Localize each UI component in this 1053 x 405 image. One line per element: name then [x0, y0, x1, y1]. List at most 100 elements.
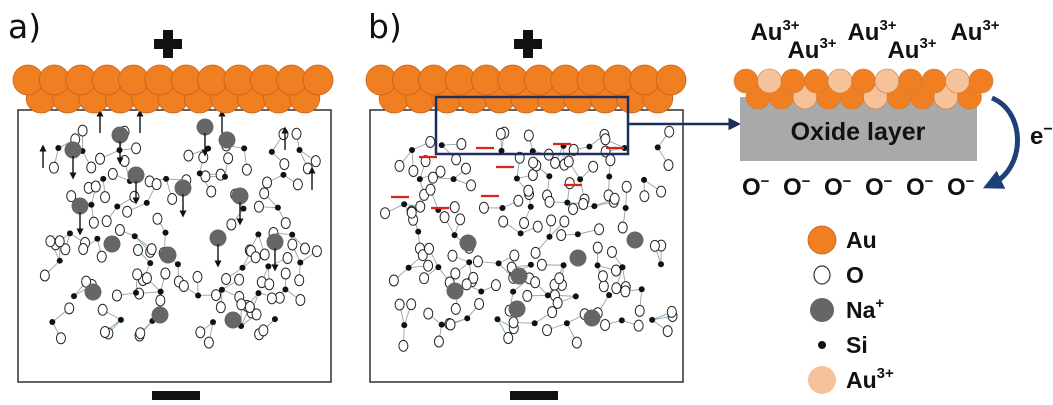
oxygen-atom [508, 316, 519, 329]
silicon-atom [466, 259, 473, 266]
oxygen-atom [236, 298, 247, 311]
oxygen-atom [241, 163, 252, 176]
oxygen-atom [605, 154, 616, 167]
oxygen-atom [417, 249, 428, 262]
inset-gold-layer [733, 68, 994, 110]
gold-atom [804, 68, 829, 94]
sodium-ion [151, 306, 169, 324]
sodium-ion [446, 282, 464, 300]
oxygen-atom [559, 215, 570, 228]
positive-terminal-b [514, 30, 542, 58]
gold-atom [12, 64, 44, 96]
silicon-atom [546, 233, 553, 240]
oxygen-atom [664, 125, 675, 138]
gold-ion [827, 68, 853, 94]
oxygen-atom [183, 149, 194, 162]
sodium-ion [127, 166, 145, 184]
oxygen-atom [250, 251, 261, 264]
silicon-atom [577, 176, 584, 183]
oxygen-atom [221, 272, 232, 285]
gold-ion [945, 68, 970, 94]
oxygen-atom [77, 124, 88, 137]
oxygen-atom [639, 190, 650, 203]
oxygen-atom [528, 156, 539, 169]
gold-atom [444, 64, 476, 96]
oxygen-atom [474, 297, 485, 310]
gold-atom [38, 64, 70, 96]
negative-charges-b [391, 142, 624, 210]
gold-film-b [365, 64, 687, 114]
oxygen-atom [406, 206, 417, 219]
au3-ion-label: Au3+ [787, 35, 836, 64]
silicon-atom [435, 264, 442, 271]
silicon-atom [527, 203, 534, 210]
oxygen-atom [291, 127, 302, 140]
oxygen-atom [96, 250, 107, 263]
oxygen-atom [114, 224, 125, 237]
oxygen-atom [119, 155, 130, 168]
silicon-atom [114, 203, 121, 210]
oxygen-atom [419, 272, 430, 285]
gold-atom [733, 68, 759, 94]
gold-atom [223, 64, 255, 96]
oxygen-atom [141, 272, 152, 285]
silicon-atom [464, 315, 471, 322]
sodium-ion [103, 235, 121, 253]
oxygen-atom [111, 289, 122, 302]
oxygen-atom [215, 301, 226, 314]
silicon-atom [531, 320, 538, 327]
oxygen-atom [287, 238, 298, 251]
oxygen-atom [568, 203, 579, 216]
oxygen-atom [280, 267, 291, 280]
legend-marker-na-icon [810, 298, 834, 322]
gold-atom [197, 64, 228, 96]
silicon-atom [478, 288, 485, 295]
oxygen-atom [251, 308, 262, 321]
silicon-atom [416, 176, 423, 183]
silicon-atom [546, 173, 553, 180]
oxygen-ion-label: O− [742, 173, 770, 201]
oxygen-atom [523, 129, 534, 142]
gold-atom [91, 64, 123, 96]
silicon-atom [618, 317, 625, 324]
oxygen-atom [530, 246, 541, 259]
oxygen-atom [295, 294, 306, 307]
oxygen-atom [439, 211, 450, 224]
sodium-ion [159, 246, 177, 264]
gold-atom [602, 64, 634, 96]
oxygen-atom [195, 326, 206, 339]
oxygen-atom [447, 249, 458, 262]
au3-ion-label: Au3+ [887, 35, 936, 64]
gold-atom [898, 68, 923, 94]
oxygen-atom [388, 274, 399, 287]
oxygen-atom [131, 142, 142, 155]
glass-network-b [380, 125, 678, 352]
silicon-atom [529, 148, 536, 155]
oxygen-atom [578, 198, 589, 211]
oxygen-atom [666, 305, 677, 318]
silicon-atom [56, 257, 63, 264]
silicon-atom [100, 175, 107, 182]
oxygen-atom [550, 156, 561, 169]
oxygen-atom [99, 326, 110, 339]
silicon-atom [88, 201, 95, 208]
silicon-atom [282, 286, 289, 293]
legend-label: Au [846, 227, 877, 253]
oxygen-atom [264, 278, 275, 291]
oxygen-atom [253, 200, 264, 213]
oxygen-atom [394, 159, 405, 172]
positive-terminal-a [154, 30, 182, 58]
oxygen-atom [600, 133, 611, 146]
oxygen-atom [282, 252, 293, 265]
oxygen-atom [258, 324, 269, 337]
gold-atom [365, 64, 397, 96]
oxygen-atom [600, 318, 611, 331]
silicon-atom [572, 293, 579, 300]
silicon-atom [415, 228, 422, 235]
gold-atom [144, 64, 176, 96]
oxygen-atom [152, 212, 163, 225]
oxide-layer-label: Oxide layer [791, 118, 926, 146]
sodium-ion [459, 234, 477, 252]
oxygen-atom [167, 192, 178, 205]
